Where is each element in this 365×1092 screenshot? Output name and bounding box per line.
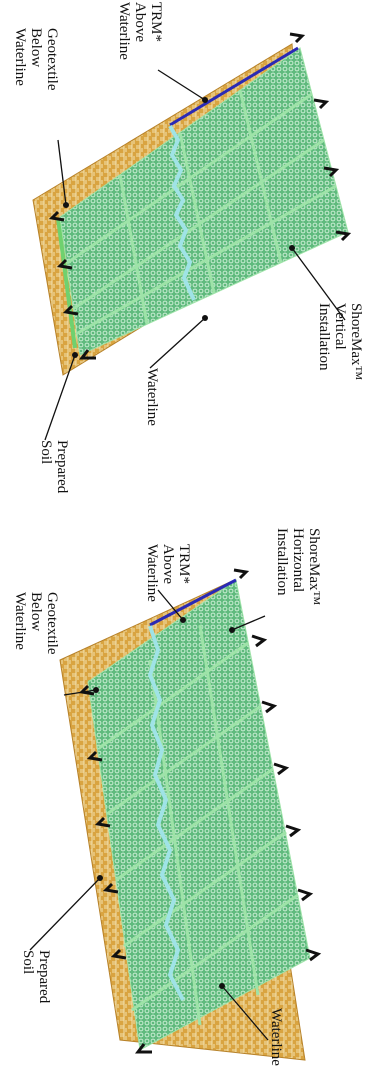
label-waterline-horizontal: Waterline bbox=[268, 1008, 284, 1066]
mat-grid-horizontal bbox=[98, 624, 299, 1026]
waterline-horizontal bbox=[147, 625, 185, 1001]
label-trm-vertical: TRM* Above Waterline bbox=[116, 2, 164, 60]
mat-grid-vertical bbox=[66, 89, 337, 336]
labels-horizontal: ShoreMax™ Horizontal Installation TRM* A… bbox=[12, 528, 322, 1066]
trm-line-vertical bbox=[169, 46, 299, 127]
leader-dots-horizontal bbox=[93, 617, 235, 989]
diagram-vertical bbox=[32, 32, 352, 441]
label-product-horizontal: ShoreMax™ Horizontal Installation bbox=[274, 528, 322, 609]
staples-vertical bbox=[48, 32, 352, 360]
leader-lines-horizontal bbox=[29, 589, 269, 1041]
label-waterline-vertical: Waterline bbox=[144, 368, 160, 426]
staples-horizontal bbox=[78, 568, 322, 1054]
label-geotextile-vertical: Geotextile Below Waterline bbox=[12, 28, 60, 94]
labels-vertical: TRM* Above Waterline Geotextile Below Wa… bbox=[12, 2, 364, 497]
leader-lines-vertical bbox=[44, 69, 346, 441]
label-trm-horizontal: TRM* Above Waterline bbox=[144, 544, 192, 602]
label-geotextile-horizontal: Geotextile Below Waterline bbox=[12, 592, 60, 658]
label-soil-vertical: Prepared Soil bbox=[38, 440, 70, 497]
shoremax-mat-vertical bbox=[59, 47, 349, 356]
label-product-vertical: ShoreMax™ Vertical Installation bbox=[316, 303, 364, 384]
trm-line-horizontal bbox=[149, 578, 237, 627]
diagram-horizontal bbox=[29, 568, 322, 1061]
leader-dots-vertical bbox=[63, 97, 295, 358]
label-soil-horizontal: Prepared Soil bbox=[20, 950, 52, 1007]
geotextile-vertical bbox=[56, 217, 77, 349]
waterline-vertical bbox=[168, 125, 196, 301]
